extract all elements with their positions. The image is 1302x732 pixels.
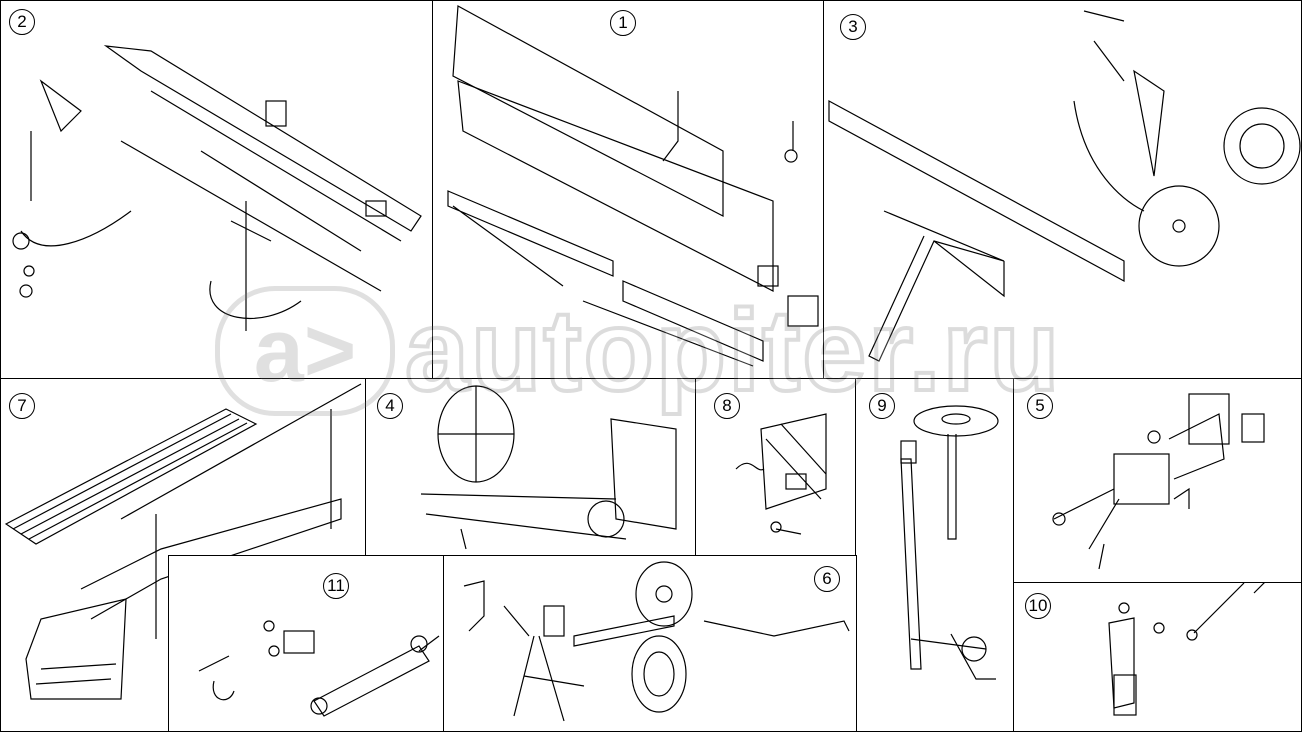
opener-and-gauge-wheel-drawing	[463, 561, 850, 722]
panel-number: 4	[377, 393, 403, 419]
linkage-drawing	[1108, 583, 1265, 716]
hitch-assembly-drawing	[12, 45, 422, 331]
panel-number: 9	[869, 393, 895, 419]
panel-number: 7	[9, 393, 35, 419]
cover-plate-drawing	[735, 413, 827, 535]
marker-arm-drawing	[900, 405, 999, 680]
panel-6[interactable]: 6	[443, 555, 857, 732]
hydraulic-cylinder-drawing	[198, 620, 440, 717]
panel-number: 5	[1027, 393, 1053, 419]
panel-number: 11	[323, 573, 349, 599]
panel-number: 8	[714, 393, 740, 419]
hydraulic-valve-drawing	[1052, 393, 1265, 570]
drive-wheel-drawing	[420, 385, 677, 550]
panel-10[interactable]: 10	[1013, 582, 1302, 732]
platform-and-steps-drawing	[4, 383, 362, 700]
panel-4[interactable]: 4	[365, 378, 697, 557]
panel-8[interactable]: 8	[695, 378, 857, 557]
panel-number: 10	[1025, 593, 1051, 619]
panel-2[interactable]: 2	[0, 0, 434, 380]
panel-3[interactable]: 3	[823, 0, 1302, 380]
panel-number: 1	[610, 10, 636, 36]
panel-number: 2	[9, 9, 35, 35]
panel-number: 3	[840, 14, 866, 40]
panel-11[interactable]: 11	[168, 555, 445, 732]
panel-9[interactable]: 9	[855, 378, 1015, 732]
panel-5[interactable]: 5	[1013, 378, 1302, 584]
frame-and-wheel-drawing	[828, 10, 1301, 362]
hopper-assembly-drawing	[447, 5, 819, 367]
panel-number: 6	[814, 566, 840, 592]
panel-1[interactable]: 1	[432, 0, 825, 380]
